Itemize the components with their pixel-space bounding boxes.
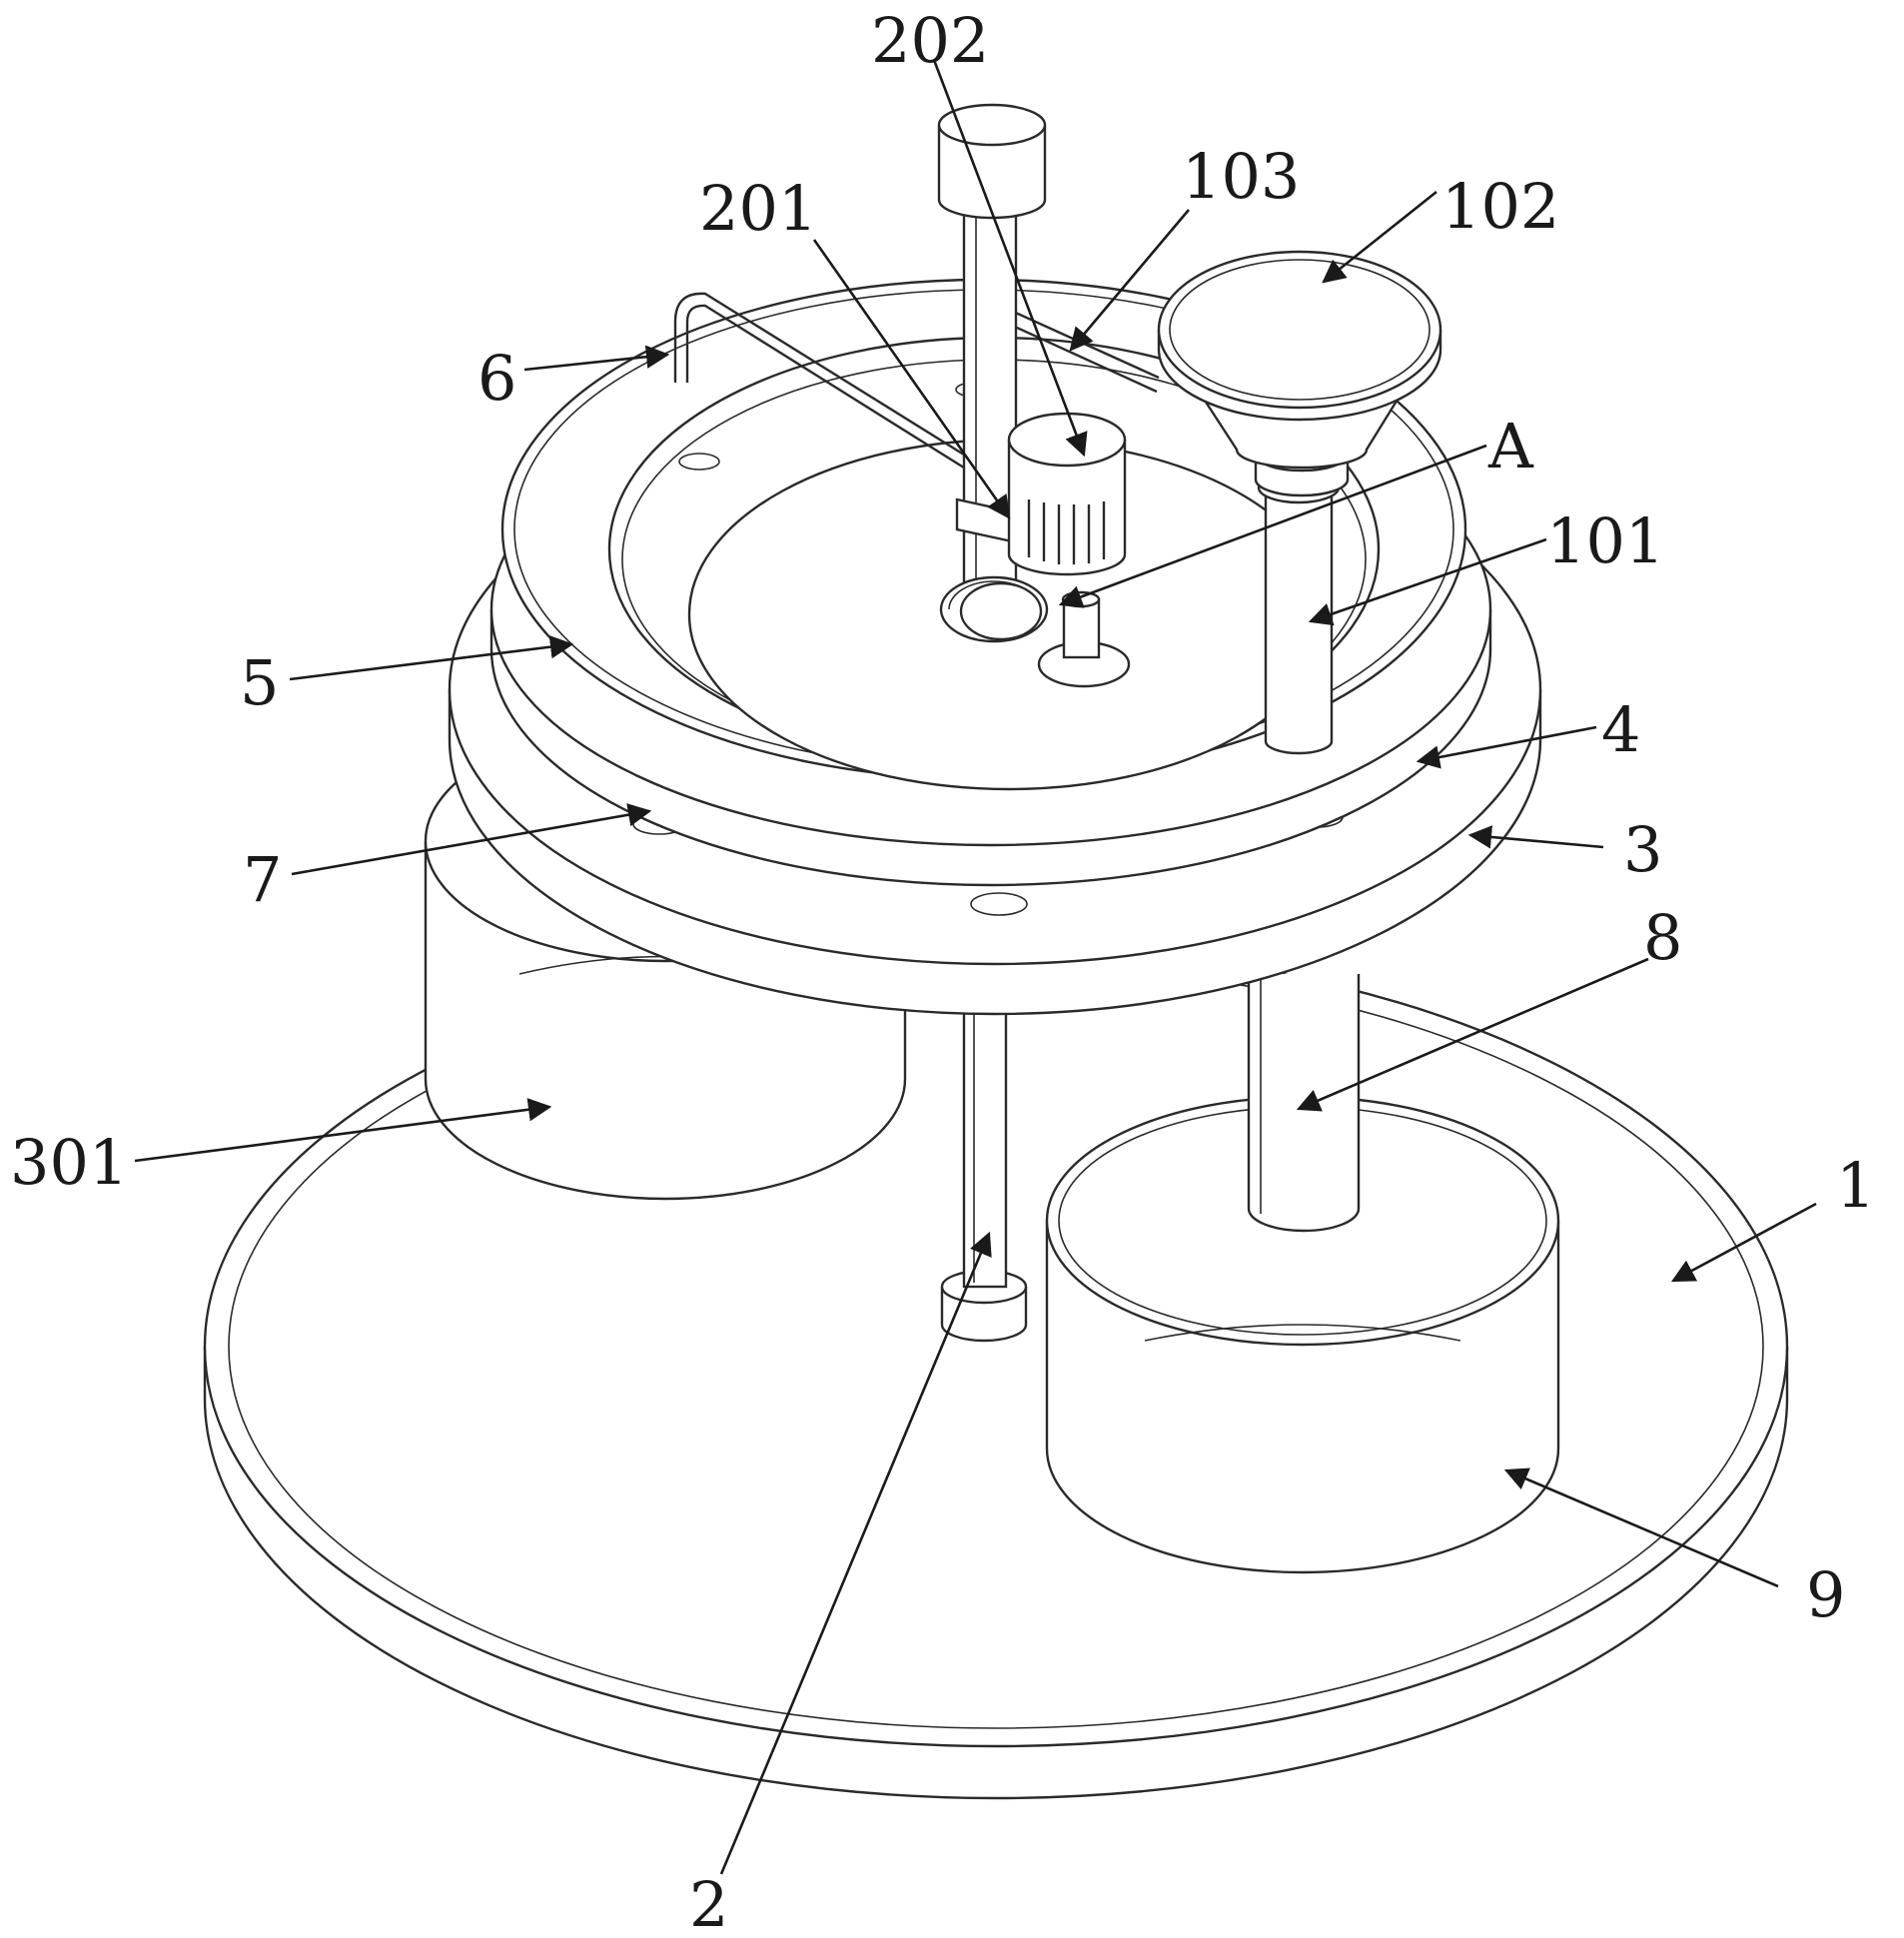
label-8-text: 8: [1643, 901, 1682, 974]
label-3-text: 3: [1623, 813, 1662, 886]
feed-assembly: [1003, 250, 1442, 755]
label-A: A: [1058, 410, 1534, 608]
label-1-text: 1: [1836, 1149, 1875, 1222]
label-2: 2: [689, 1231, 992, 1938]
label-7: 7: [243, 803, 652, 916]
label-103: 103: [1069, 140, 1300, 352]
label-102: 102: [1322, 170, 1559, 284]
motor-gear-assembly: [939, 412, 1131, 688]
label-4-text: 4: [1601, 693, 1640, 766]
label-4: 4: [1416, 693, 1640, 769]
label-8: 8: [1296, 901, 1682, 1112]
reference-labels: 202 201 103 102 6 A 101 5: [10, 4, 1875, 1938]
label-101: 101: [1308, 504, 1664, 626]
label-202-text: 202: [871, 4, 989, 77]
label-202: 202: [871, 4, 1088, 458]
label-7-text: 7: [243, 843, 282, 916]
label-A-text: A: [1487, 410, 1534, 483]
label-201: 201: [699, 172, 1011, 519]
label-9: 9: [1503, 1467, 1845, 1631]
label-301: 301: [10, 1098, 552, 1199]
label-102-text: 102: [1441, 170, 1559, 243]
label-301-text: 301: [10, 1126, 128, 1199]
label-6-text: 6: [477, 342, 516, 415]
right-support-post: [1247, 974, 1361, 1233]
label-1: 1: [1670, 1149, 1875, 1283]
label-3: 3: [1467, 813, 1662, 886]
label-103-text: 103: [1182, 140, 1300, 213]
label-6: 6: [477, 342, 670, 415]
label-101-text: 101: [1546, 504, 1664, 577]
central-shaft: [937, 103, 1047, 603]
label-5-text: 5: [240, 646, 279, 719]
label-201-text: 201: [699, 172, 817, 245]
label-5: 5: [240, 634, 574, 719]
label-2-text: 2: [689, 1868, 728, 1938]
drip-pipe: [673, 292, 1005, 491]
label-9-text: 9: [1806, 1558, 1845, 1631]
